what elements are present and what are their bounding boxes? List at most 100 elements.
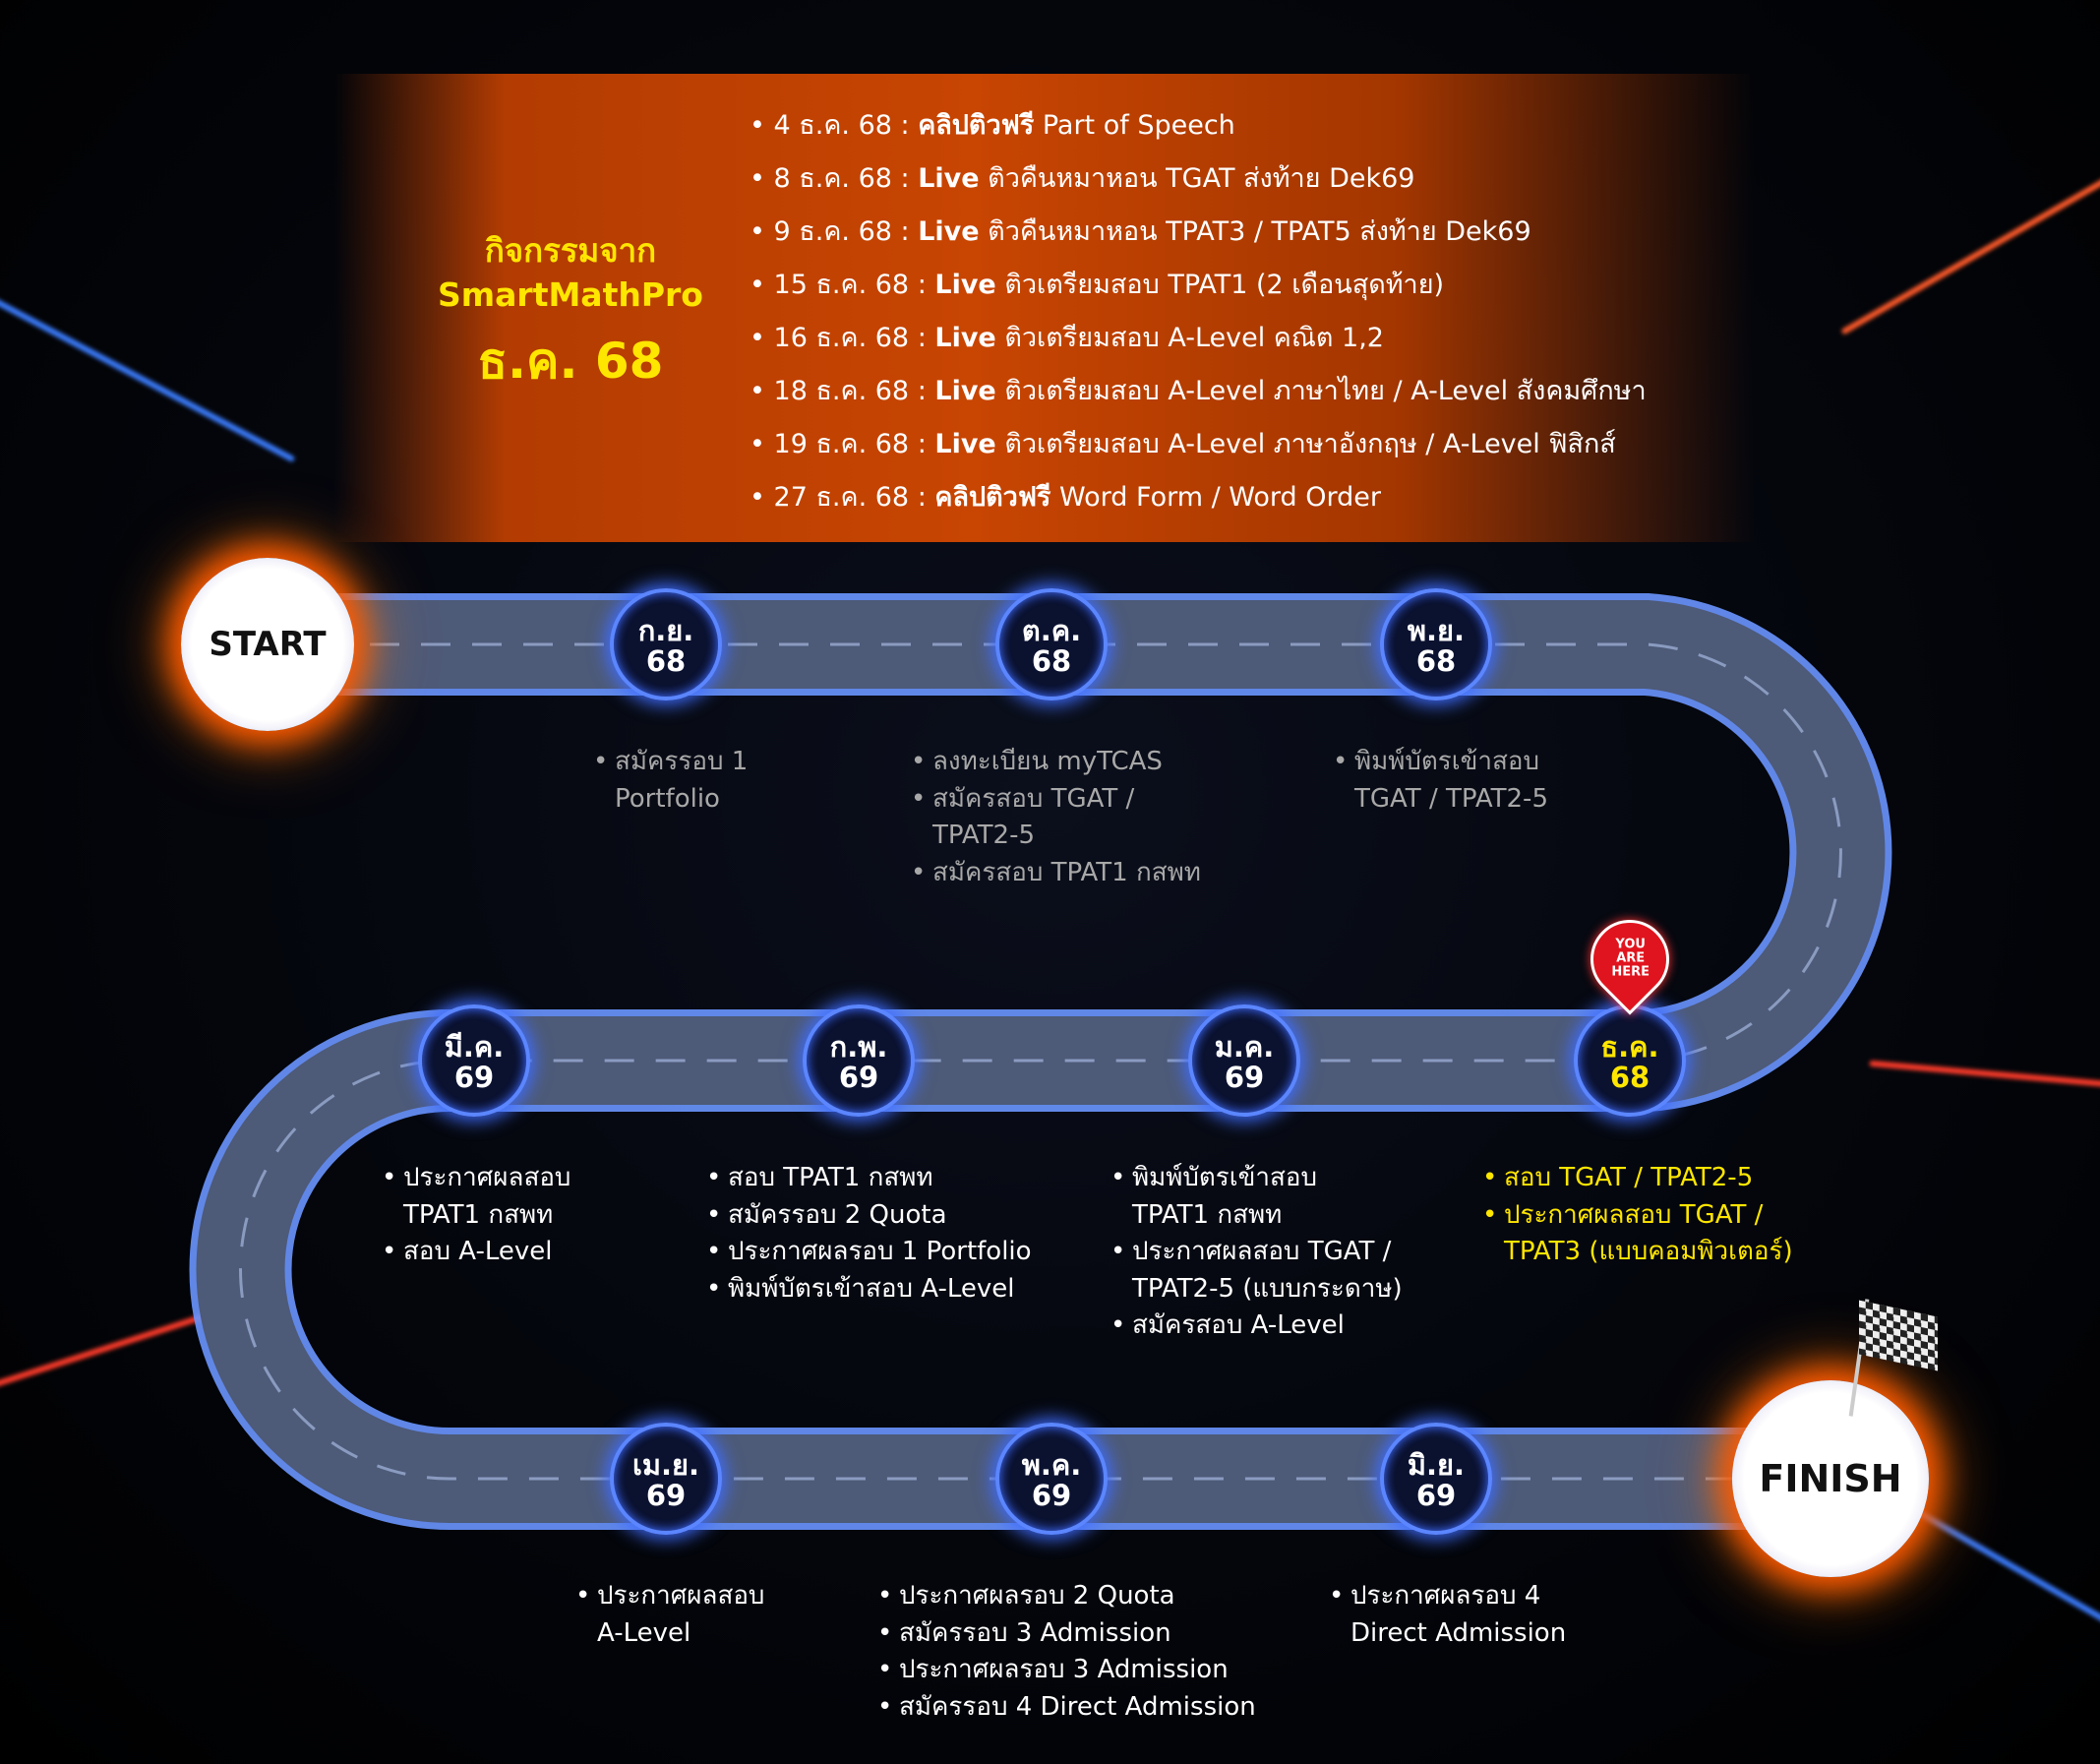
month-notes-dec: สอบ TGAT / TPAT2-5ประกาศผลสอบ TGAT /TPAT… [1482,1160,1793,1271]
month-label: ก.พ. [829,1030,888,1064]
note-line: ประกาศผลรอบ 3 Admission [877,1652,1256,1689]
year-label: 69 [1224,1061,1265,1094]
note-line: สมัครรอบ 4 Direct Admission [877,1689,1256,1727]
activity-date: 9 ธ.ค. 68 [773,216,892,247]
month-node-dec: ธ.ค.68 [1574,1004,1686,1117]
note-line: สมัครรอบ 2 Quota [706,1197,1032,1235]
month-node-jan: ม.ค.69 [1188,1004,1300,1117]
road-centerline [239,642,1842,1481]
note-line: Portfolio [615,783,720,814]
banner-title-line2: SmartMathPro [438,275,703,314]
activity-date: 19 ธ.ค. 68 [773,429,910,459]
activity-text: ติวคืนหมาหอน TGAT ส่งท้าย Dek69 [988,163,1415,194]
year-label: 69 [1415,1479,1457,1512]
note-line: พิมพ์บัตรเข้าสอบ [1333,744,1548,781]
note-line: ประกาศผลสอบ [382,1160,570,1197]
note-line: TPAT2-5 [932,821,1036,850]
activity-type: Live [934,270,996,300]
activity-text: ติวคืนหมาหอน TPAT3 / TPAT5 ส่งท้าย Dek69 [988,216,1531,247]
activity-type: Live [934,323,996,353]
note-line: Direct Admission [1350,1617,1567,1648]
year-label: 69 [1031,1479,1072,1512]
month-node-jun: มิ.ย.69 [1380,1423,1492,1535]
activity-text: ติวเตรียมสอบ TPAT1 (2 เดือนสุดท้าย) [1004,270,1445,300]
note-line: ประกาศผลรอบ 1 Portfolio [706,1234,1032,1271]
year-label: 69 [453,1061,495,1094]
month-notes-may: ประกาศผลรอบ 2 Quotaสมัครรอบ 3 Admissionป… [877,1578,1256,1726]
year-label: 68 [1415,644,1457,678]
month-label: พ.ค. [1021,1448,1082,1482]
banner-title-month: ธ.ค. 68 [477,333,664,390]
activity-type: Live [934,376,996,406]
activity-item: • 19 ธ.ค. 68 : Live ติวเตรียมสอบ A-Level… [750,429,1616,459]
start-marker: START [181,558,354,731]
activity-date: 18 ธ.ค. 68 [773,376,910,406]
activity-item: • 4 ธ.ค. 68 : คลิปติวฟรี Part of Speech [750,110,1235,141]
activity-type: Live [918,163,980,194]
you-are-here-label: YOU ARE HERE [1611,937,1650,980]
note-line: TPAT1 กสพท [403,1199,554,1230]
activity-date: 15 ธ.ค. 68 [773,270,910,300]
month-node-nov: พ.ย.68 [1380,588,1492,700]
note-line: สอบ TGAT / TPAT2-5 [1482,1160,1793,1197]
activity-type: Live [934,429,996,459]
note-line: TGAT / TPAT2-5 [1354,783,1548,814]
note-line: สอบ TPAT1 กสพท [706,1160,1032,1197]
activity-type: คลิปติวฟรี [934,482,1051,513]
activity-item: • 18 ธ.ค. 68 : Live ติวเตรียมสอบ A-Level… [750,376,1647,406]
activity-text: ติวเตรียมสอบ A-Level คณิต 1,2 [1004,323,1384,353]
activity-item: • 8 ธ.ค. 68 : Live ติวคืนหมาหอน TGAT ส่ง… [750,163,1415,194]
activity-text: ติวเตรียมสอบ A-Level ภาษาอังกฤษ / A-Leve… [1004,429,1616,459]
activity-item: • 15 ธ.ค. 68 : Live ติวเตรียมสอบ TPAT1 (… [750,270,1445,300]
month-label: ต.ค. [1021,614,1082,647]
note-line: สมัครสอบ A-Level [1110,1308,1403,1345]
note-line: TPAT2-5 (แบบกระดาษ) [1132,1273,1403,1304]
month-notes-feb: สอบ TPAT1 กสพทสมัครรอบ 2 Quotaประกาศผลรอ… [706,1160,1032,1308]
note-line: A-Level [597,1617,691,1648]
month-node-oct: ต.ค.68 [995,588,1108,700]
note-line: ประกาศผลสอบ [575,1578,764,1615]
note-line: ประกาศผลรอบ 4 [1329,1578,1566,1615]
note-line: TPAT3 (แบบคอมพิวเตอร์) [1504,1237,1793,1266]
activity-item: • 27 ธ.ค. 68 : คลิปติวฟรี Word Form / Wo… [750,482,1381,513]
year-label: 68 [645,644,687,678]
note-line: สมัครรอบ 3 Admission [877,1615,1256,1653]
year-label: 68 [1031,644,1072,678]
activity-date: 16 ธ.ค. 68 [773,323,910,353]
month-notes-oct: ลงทะเบียน myTCASสมัครสอบ TGAT /TPAT2-5สม… [911,744,1201,891]
start-label: START [209,625,327,664]
activity-text: Word Form / Word Order [1059,482,1381,513]
note-line: พิมพ์บัตรเข้าสอบ [1110,1160,1403,1197]
month-label: พ.ย. [1407,614,1466,647]
year-label: 69 [645,1479,687,1512]
note-line: สมัครสอบ TPAT1 กสพท [911,855,1201,892]
banner-title-line1: กิจกรรมจาก [484,231,657,270]
finish-label: FINISH [1759,1457,1902,1500]
activity-item: • 9 ธ.ค. 68 : Live ติวคืนหมาหอน TPAT3 / … [750,216,1531,247]
activity-date: 4 ธ.ค. 68 [773,110,892,141]
note-line: ประกาศผลรอบ 2 Quota [877,1578,1256,1615]
note-line: สอบ A-Level [382,1234,570,1271]
activity-date: 8 ธ.ค. 68 [773,163,892,194]
activity-text: Part of Speech [1042,110,1235,141]
activity-type: Live [918,216,980,247]
activity-text: ติวเตรียมสอบ A-Level ภาษาไทย / A-Level ส… [1004,376,1647,406]
month-node-sep: ก.ย.68 [610,588,722,700]
month-label: มี.ค. [444,1030,505,1064]
note-line: สมัครสอบ TGAT / [911,781,1201,819]
month-label: มิ.ย. [1407,1448,1466,1482]
note-line: ประกาศผลสอบ TGAT / [1110,1234,1403,1271]
month-node-feb: ก.พ.69 [803,1004,915,1117]
activity-banner [334,74,1755,542]
note-line: พิมพ์บัตรเข้าสอบ A-Level [706,1271,1032,1308]
month-label: เม.ย. [631,1448,700,1482]
month-label: ม.ค. [1214,1030,1275,1064]
month-node-apr: เม.ย.69 [610,1423,722,1535]
month-label: ธ.ค. [1600,1030,1659,1064]
